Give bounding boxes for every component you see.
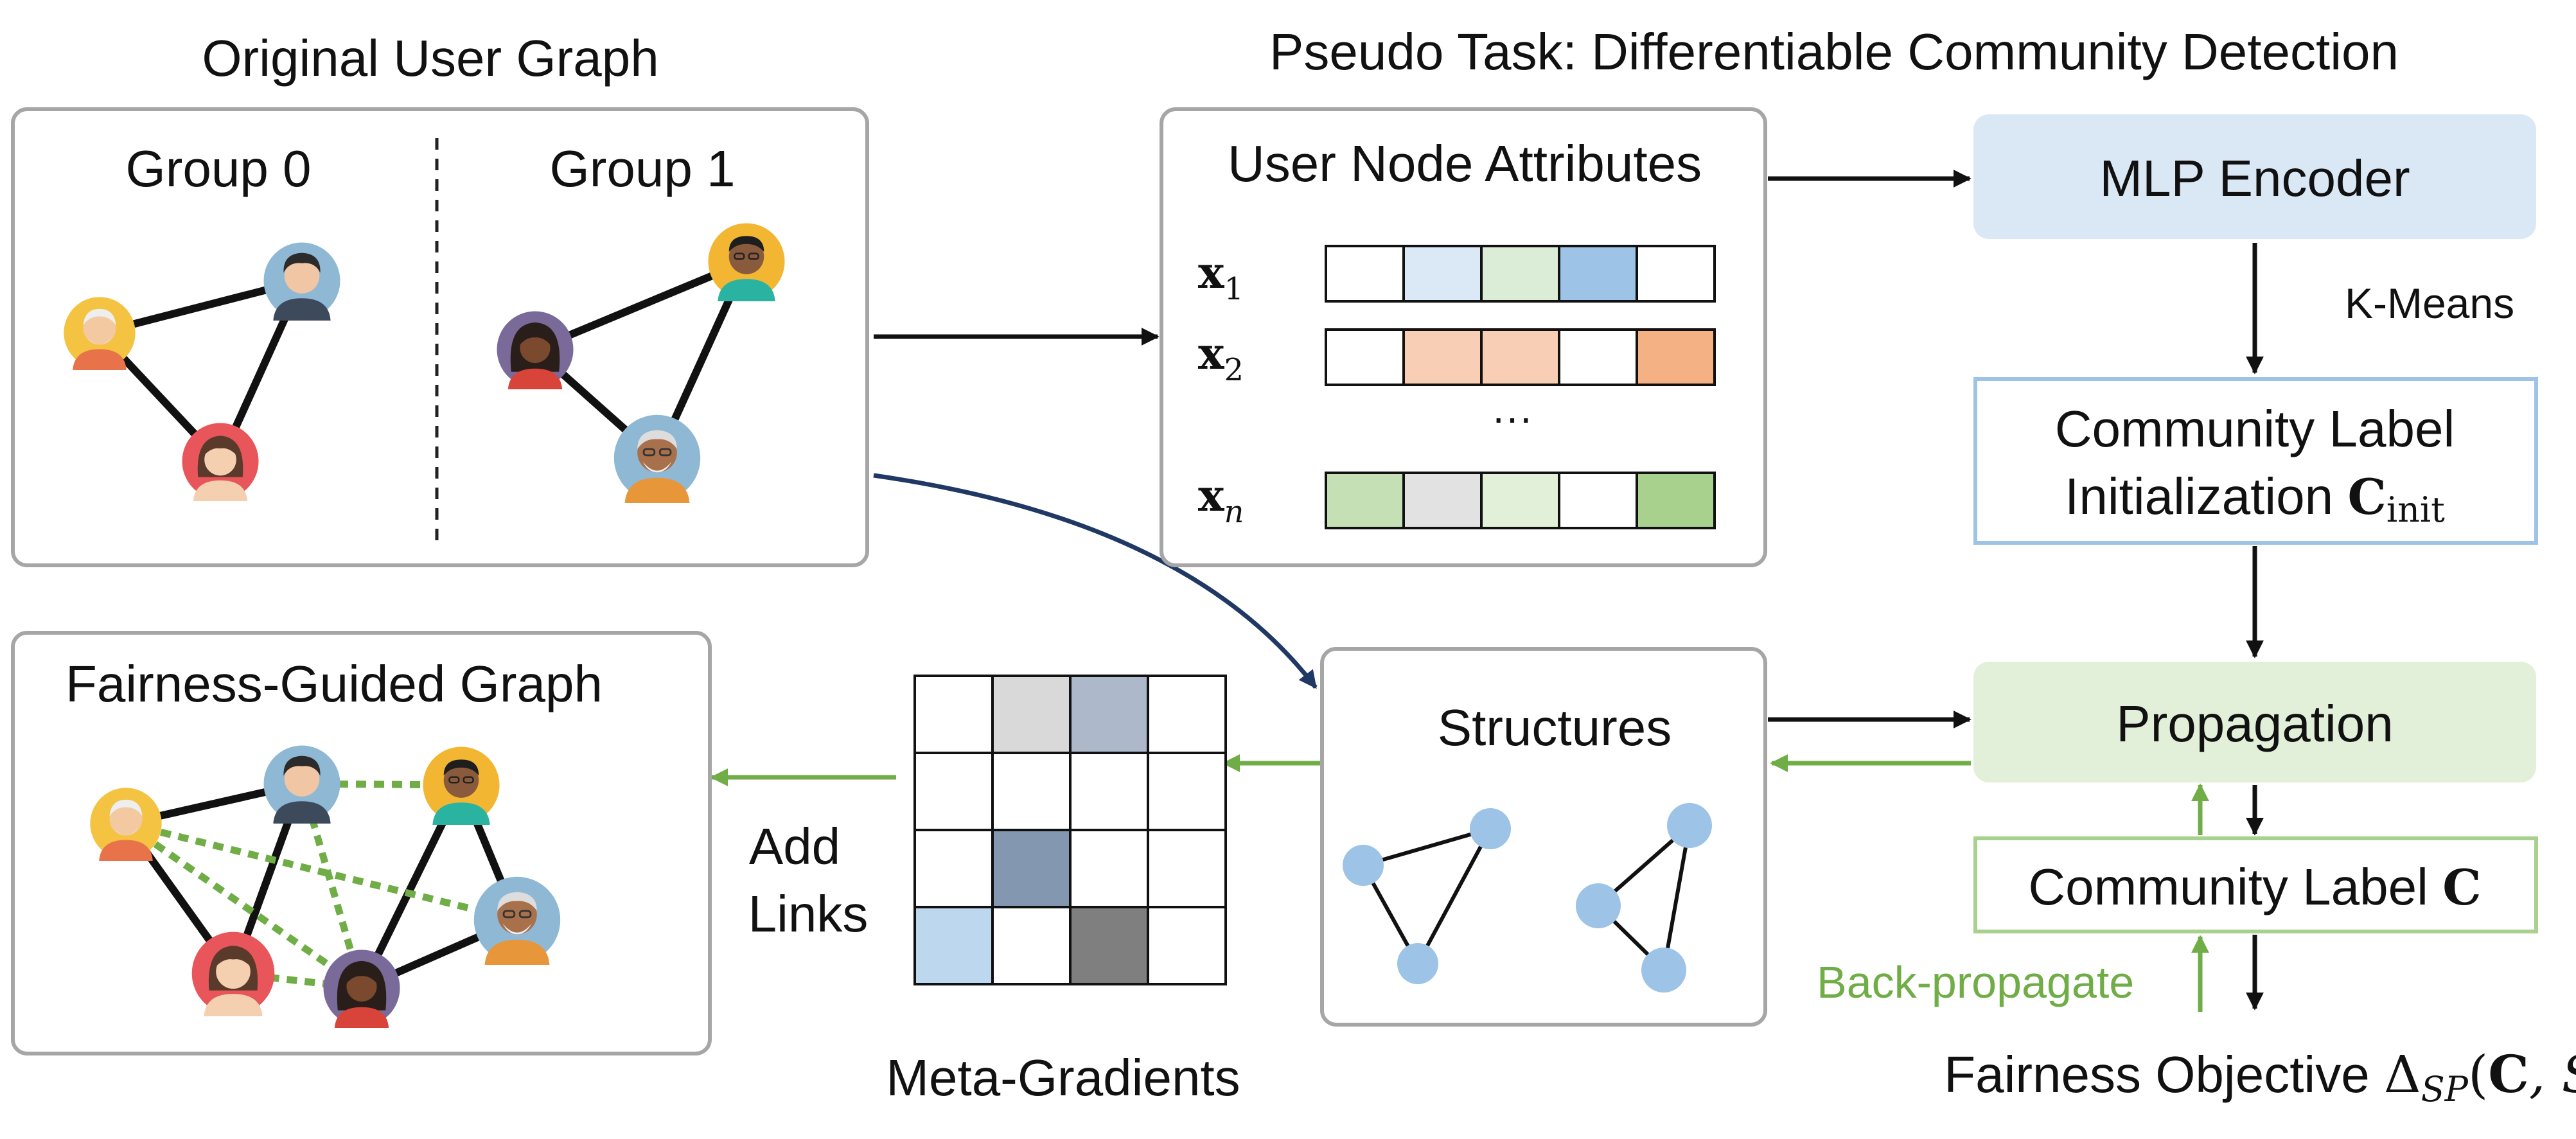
matrix-cell bbox=[1147, 829, 1227, 908]
mlp-encoder-label: MLP Encoder bbox=[2099, 150, 2410, 207]
attribute-cell bbox=[1558, 472, 1638, 529]
ellipsis: ··· bbox=[1492, 394, 1533, 441]
attribute-cell bbox=[1325, 472, 1405, 529]
back-propagate-label: Back-propagate bbox=[1817, 957, 2134, 1007]
structures-panel: Structures bbox=[1320, 647, 1767, 1027]
attributes-title: User Node Attributes bbox=[1228, 135, 1702, 192]
matrix-cell bbox=[1069, 752, 1149, 831]
fairness-objective-label: Fairness Objective ΔSP(C, S) bbox=[1944, 1044, 2576, 1109]
attribute-cell bbox=[1558, 245, 1638, 303]
row2-label: x2 bbox=[1198, 328, 1244, 388]
attribute-row-1 bbox=[1325, 245, 1716, 303]
attribute-cell bbox=[1402, 245, 1483, 303]
group1-label: Group 1 bbox=[549, 140, 735, 197]
attribute-cell bbox=[1480, 245, 1560, 303]
matrix-cell bbox=[1147, 752, 1227, 831]
kmeans-label: K-Means bbox=[2345, 279, 2514, 327]
community-init-box: Community Label Initialization Cinit bbox=[1973, 377, 2538, 545]
structures-title: Structures bbox=[1438, 699, 1672, 756]
meta-gradients-label: Meta-Gradients bbox=[886, 1049, 1240, 1106]
matrix-cell bbox=[991, 752, 1072, 831]
matrix-cell bbox=[1069, 829, 1149, 908]
fairness-guided-graph-title: Fairness-Guided Graph bbox=[66, 655, 603, 712]
attributes-panel: User Node Attributes x1 x2 ··· xn bbox=[1160, 107, 1767, 567]
attribute-cell bbox=[1402, 472, 1483, 529]
matrix-cell bbox=[1069, 906, 1149, 985]
structure-node bbox=[1470, 808, 1511, 849]
structure-node bbox=[1576, 883, 1621, 928]
attribute-row-n bbox=[1325, 472, 1716, 529]
arrow-graph-to-structures bbox=[873, 473, 1318, 689]
attribute-cell bbox=[1325, 328, 1405, 386]
community-label-text: Community Label C bbox=[2028, 858, 2481, 916]
attribute-cell bbox=[1636, 245, 1716, 303]
propagation-label: Propagation bbox=[2116, 695, 2393, 752]
attribute-cell bbox=[1402, 328, 1483, 386]
structure-node bbox=[1641, 948, 1686, 993]
rown-label: xn bbox=[1198, 470, 1244, 530]
attribute-cell bbox=[1636, 328, 1716, 386]
add-links-line1: Add bbox=[749, 818, 840, 875]
group0-label: Group 0 bbox=[125, 140, 311, 197]
attribute-cell bbox=[1325, 245, 1405, 303]
attribute-cell bbox=[1558, 328, 1638, 386]
structure-node bbox=[1667, 803, 1712, 848]
mlp-encoder-box: MLP Encoder bbox=[1973, 114, 2536, 239]
propagation-box: Propagation bbox=[1973, 662, 2536, 782]
community-init-line2: Initialization Cinit bbox=[2065, 468, 2445, 530]
community-init-line1: Community Label bbox=[2055, 400, 2455, 457]
original-graph-title: Original User Graph bbox=[202, 30, 658, 87]
attribute-row-2 bbox=[1325, 328, 1716, 386]
community-label-box: Community Label C bbox=[1973, 836, 2538, 933]
matrix-cell bbox=[913, 906, 994, 985]
structure-nodes bbox=[1343, 803, 1712, 993]
structure-node bbox=[1343, 845, 1384, 886]
meta-gradient-matrix bbox=[913, 675, 1227, 985]
structure-node bbox=[1397, 943, 1438, 984]
attribute-cell bbox=[1480, 472, 1560, 529]
pseudo-task-title: Pseudo Task: Differentiable Community De… bbox=[1269, 23, 2399, 80]
original-graph-panel: Group 0 Group 1 bbox=[11, 107, 869, 567]
matrix-cell bbox=[1147, 906, 1227, 985]
matrix-cell bbox=[991, 675, 1072, 754]
matrix-cell bbox=[913, 829, 994, 908]
matrix-cell bbox=[991, 829, 1072, 908]
row1-label: x1 bbox=[1198, 247, 1244, 307]
add-links-line2: Links bbox=[748, 885, 869, 942]
attribute-cell bbox=[1480, 328, 1560, 386]
matrix-cell bbox=[913, 752, 994, 831]
fairness-guided-graph-panel: Fairness-Guided Graph bbox=[11, 631, 712, 1055]
attribute-cell bbox=[1636, 472, 1716, 529]
matrix-cell bbox=[1069, 675, 1149, 754]
matrix-cell bbox=[913, 675, 994, 754]
matrix-cell bbox=[1147, 675, 1227, 754]
matrix-cell bbox=[991, 906, 1072, 985]
